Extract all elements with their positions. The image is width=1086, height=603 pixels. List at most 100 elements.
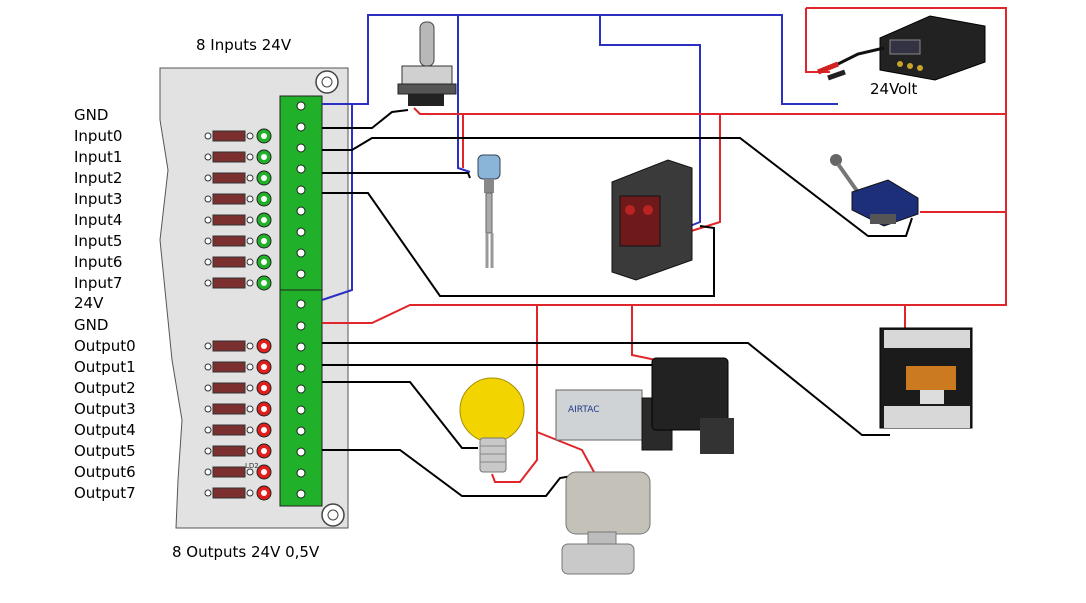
terminal-screw (296, 101, 306, 111)
led-lens (261, 469, 267, 475)
solder-pad (204, 258, 212, 266)
resistor (212, 445, 246, 457)
outputs-title: 8 Outputs 24V 0,5V (172, 543, 320, 561)
solder-pad (204, 237, 212, 245)
motorized-ball-valve-icon (561, 471, 651, 575)
wire-black-out0 (322, 342, 890, 436)
solder-pad (204, 426, 212, 434)
solder-pad (246, 258, 254, 266)
solder-pad (204, 384, 212, 392)
led-lens (261, 280, 267, 286)
terminal-screw (296, 248, 306, 258)
solder-pad (246, 153, 254, 161)
resistor (212, 172, 246, 184)
led-lens (261, 133, 267, 139)
terminal-screw (296, 447, 306, 457)
pin-label: Output6 (74, 463, 136, 481)
wires (321, 7, 1007, 497)
terminal-screw (296, 489, 306, 499)
terminal-screw (296, 206, 306, 216)
terminal-screw (296, 468, 306, 478)
terminal-screw (296, 426, 306, 436)
battery-label: 24Volt (870, 80, 918, 98)
solder-pad (204, 405, 212, 413)
terminal-screw (296, 299, 306, 309)
pin-label: Input4 (74, 211, 122, 229)
solder-pad (204, 447, 212, 455)
led-lens (261, 406, 267, 412)
solder-pad (204, 342, 212, 350)
solder-pad (246, 426, 254, 434)
pin-label: Output1 (74, 358, 136, 376)
wire-red-ballvalve (536, 431, 595, 473)
pin-label: GND (74, 316, 108, 334)
solder-pad (204, 279, 212, 287)
solder-pad (246, 489, 254, 497)
solder-pad (204, 489, 212, 497)
resistor (212, 256, 246, 268)
solder-pad (204, 153, 212, 161)
terminal-screw (296, 227, 306, 237)
solder-pad (204, 363, 212, 371)
resistor (212, 361, 246, 373)
wire-blue-photo (599, 15, 701, 229)
solder-pad (204, 195, 212, 203)
pin-label: Output2 (74, 379, 136, 397)
wire-red-switch (805, 8, 830, 73)
solder-pad (204, 132, 212, 140)
resistor (212, 340, 246, 352)
solder-pad (246, 132, 254, 140)
led-lens (261, 217, 267, 223)
terminal-screw (296, 122, 306, 132)
solder-pad (246, 342, 254, 350)
resistor (212, 424, 246, 436)
pin-label: Input7 (74, 274, 122, 292)
resistor (212, 403, 246, 415)
limit-switch-icon (830, 154, 919, 227)
led-lens (261, 175, 267, 181)
wire-red-gnd (322, 212, 1007, 324)
pin-label: Output5 (74, 442, 136, 460)
wire-black-out5 (322, 449, 573, 497)
solder-pad (204, 216, 212, 224)
pin-label: GND (74, 106, 108, 124)
terminal-screw (296, 321, 306, 331)
solder-pad (246, 279, 254, 287)
toggle-switch-icon (397, 21, 457, 106)
pin-label: Input6 (74, 253, 122, 271)
pin-label: Input1 (74, 148, 122, 166)
pin-labels: GNDInput0Input1Input2Input3Input4Input5I… (74, 106, 136, 502)
terminal-screw (296, 185, 306, 195)
resistor (212, 130, 246, 142)
inputs-title: 8 Inputs 24V (196, 36, 292, 54)
wire-red-limit (920, 114, 1007, 213)
led-lens (261, 154, 267, 160)
resistor (212, 487, 246, 499)
wire-red-valve (631, 305, 657, 361)
wire-red-photo (687, 114, 721, 233)
resistor (212, 151, 246, 163)
led-lens (261, 385, 267, 391)
led-lens (261, 343, 267, 349)
pin-label: Output7 (74, 484, 136, 502)
wire-black-in2 (322, 172, 471, 179)
valve-brand: AIRTAC (568, 405, 600, 415)
solder-pad (246, 195, 254, 203)
pin-label: Output3 (74, 400, 136, 418)
solder-pad (204, 468, 212, 476)
terminal-screw (296, 405, 306, 415)
terminal-screw (296, 164, 306, 174)
solder-pad (246, 237, 254, 245)
solder-pad (246, 384, 254, 392)
solder-pad (246, 363, 254, 371)
solder-pad (246, 405, 254, 413)
led-lens (261, 364, 267, 370)
solder-pad (246, 174, 254, 182)
wire-black-in3 (322, 192, 715, 297)
led-lens (261, 238, 267, 244)
pin-label: Input2 (74, 169, 122, 187)
pin-label: Input5 (74, 232, 122, 250)
led-lens (261, 448, 267, 454)
wire-black-in0 (322, 109, 409, 129)
pin-label: Input0 (74, 127, 122, 145)
